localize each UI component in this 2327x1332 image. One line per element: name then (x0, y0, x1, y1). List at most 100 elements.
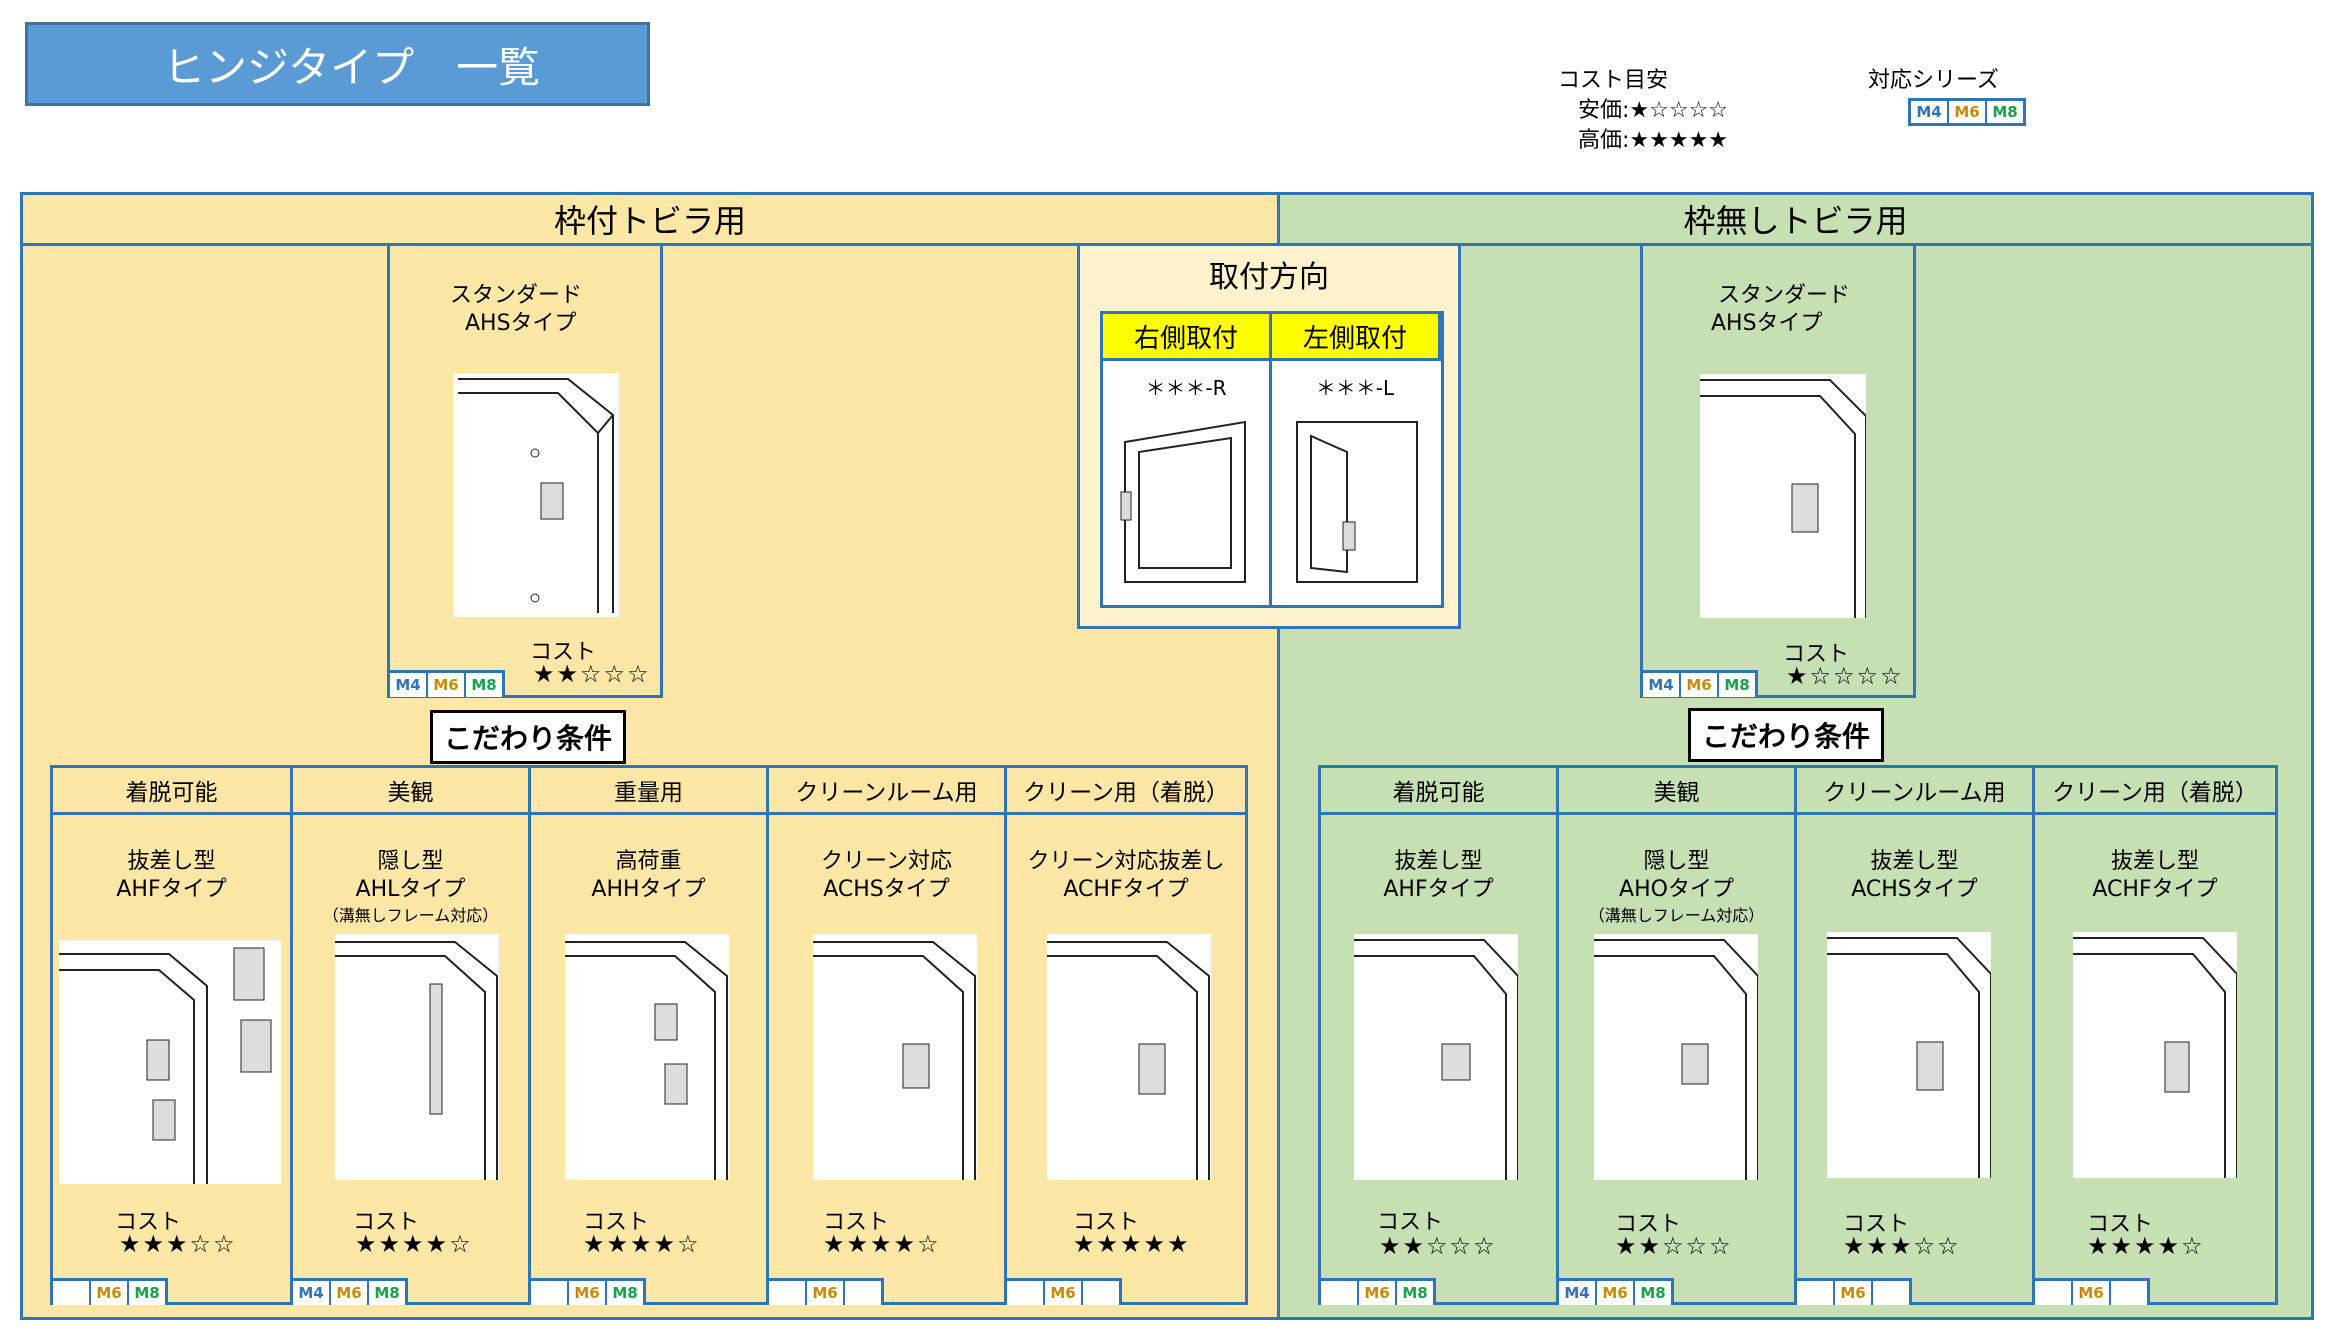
col-head: クリーン用（着脱） (1007, 768, 1245, 815)
col-head: 美観 (293, 768, 528, 815)
col-head: クリーンルーム用 (769, 768, 1004, 815)
framed-standard-stars: ★★☆☆☆ (533, 660, 651, 688)
col-cost-label: コスト (353, 1210, 420, 1235)
col-head: 重量用 (531, 768, 766, 815)
series-cell: M6 (1681, 673, 1719, 697)
series-cell: M6 (91, 1281, 129, 1305)
series-m4: M4 (1911, 101, 1949, 123)
direction-title: 取付方向 (1209, 260, 1329, 295)
col-cost-label: コスト (583, 1210, 650, 1235)
col-series: M6 (769, 1278, 884, 1305)
col-name: 抜差し型 (127, 849, 216, 874)
series-cell: M6 (428, 673, 466, 697)
col-type: ACHFタイプ (1063, 877, 1189, 902)
col-cost-label: コスト (1615, 1212, 1682, 1237)
col-image (1354, 934, 1519, 1180)
series-cell (2111, 1281, 2147, 1305)
col-type: AHLタイプ (355, 877, 466, 902)
col-stars: ★★★★★ (1073, 1230, 1191, 1258)
series-cell: M4 (1643, 673, 1681, 697)
series-cell: M8 (1402, 1284, 1428, 1302)
divider (1269, 314, 1272, 605)
col-stars: ★★★★☆ (355, 1230, 473, 1258)
col-name: 隠し型 (377, 849, 444, 874)
framed-standard-card: スタンダード AHSタイプ コスト ★★☆☆☆ M4 M6 M8 (387, 243, 663, 698)
series-cell (2035, 1281, 2073, 1305)
series-cell: M6 (1835, 1281, 1873, 1305)
col-stars: ★★★★☆ (583, 1230, 701, 1258)
series-cell (531, 1281, 569, 1305)
series-cell (1007, 1281, 1045, 1305)
cost-legend-title: コスト目安 (1558, 68, 1669, 93)
col-image (1827, 932, 1992, 1178)
col-head: クリーン用（着脱） (2035, 768, 2275, 815)
col-series: M6 (1007, 1278, 1122, 1305)
series-cell: M6 (807, 1281, 845, 1305)
series-cell: M8 (612, 1284, 638, 1302)
series-legend: M4 M6 M8 (1908, 98, 2026, 126)
col-image (813, 934, 977, 1180)
frameless-standard-series: M4 M6 M8 (1643, 670, 1758, 697)
col-type: ACHSタイプ (823, 877, 950, 902)
col-image (335, 934, 499, 1180)
framed-standard-name: スタンダード (450, 283, 583, 308)
left-mount-image (1287, 412, 1427, 588)
series-cell: M8 (1724, 676, 1750, 694)
col-type: AHHタイプ (591, 877, 706, 902)
col-series: M6 (2035, 1278, 2150, 1305)
series-cell: M6 (331, 1281, 369, 1305)
framed-standard-series: M4 M6 M8 (390, 670, 505, 697)
col-stars: ★★★☆☆ (119, 1230, 237, 1258)
series-m8: M8 (1992, 103, 2018, 121)
col-type: ACHFタイプ (2092, 877, 2218, 902)
series-cell (845, 1281, 881, 1305)
framed-col-4: クリーン用（着脱） クリーン対応抜差し ACHFタイプ コスト ★★★★★ M6 (1007, 768, 1245, 1305)
col-name: 抜差し型 (1394, 849, 1483, 874)
framed-col-3: クリーンルーム用 クリーン対応 ACHSタイプ コスト ★★★★☆ M6 (769, 768, 1007, 1305)
cost-legend-cheap: 安価:★☆☆☆☆ (1578, 98, 1729, 123)
frameless-kodawari-label: こだわり条件 (1688, 708, 1884, 762)
col-type: AHFタイプ (1383, 877, 1494, 902)
series-cell: M8 (1640, 1284, 1666, 1302)
right-mount-label: 右側取付 (1100, 311, 1272, 361)
col-type: AHOタイプ (1619, 877, 1734, 902)
series-cell (769, 1281, 807, 1305)
framed-kodawari-label: こだわり条件 (430, 710, 626, 764)
col-series: M6 M8 (531, 1278, 646, 1305)
col-image (59, 940, 281, 1184)
series-cell: M6 (569, 1281, 607, 1305)
series-cell (1083, 1281, 1119, 1305)
col-head: クリーンルーム用 (1797, 768, 2032, 815)
col-cost-label: コスト (1377, 1210, 1444, 1235)
cost-legend-expensive: 高価:★★★★★ (1578, 128, 1729, 153)
col-cost-label: コスト (2087, 1212, 2154, 1237)
frameless-header: 枠無しトビラ用 (1280, 195, 2311, 246)
right-mount-image (1115, 412, 1255, 588)
col-image (565, 934, 729, 1180)
series-cell: M6 (2073, 1281, 2111, 1305)
framed-standard-type: AHSタイプ (465, 311, 577, 336)
page-title: ヒンジタイプ 一覧 (25, 22, 650, 106)
col-name: 隠し型 (1643, 849, 1710, 874)
col-name: 高荷重 (615, 849, 682, 874)
col-note: （溝無しフレーム対応） (1588, 906, 1765, 925)
col-stars: ★★★★☆ (823, 1230, 941, 1258)
series-cell: M6 (1597, 1281, 1635, 1305)
col-image (2073, 932, 2238, 1178)
col-head: 着脱可能 (1321, 768, 1556, 815)
framed-standard-cost-label: コスト (530, 640, 597, 665)
left-mount-code: ＊＊＊-L (1315, 376, 1395, 400)
col-cost-label: コスト (1843, 1212, 1910, 1237)
series-cell (1873, 1281, 1909, 1305)
series-cell: M4 (293, 1281, 331, 1305)
